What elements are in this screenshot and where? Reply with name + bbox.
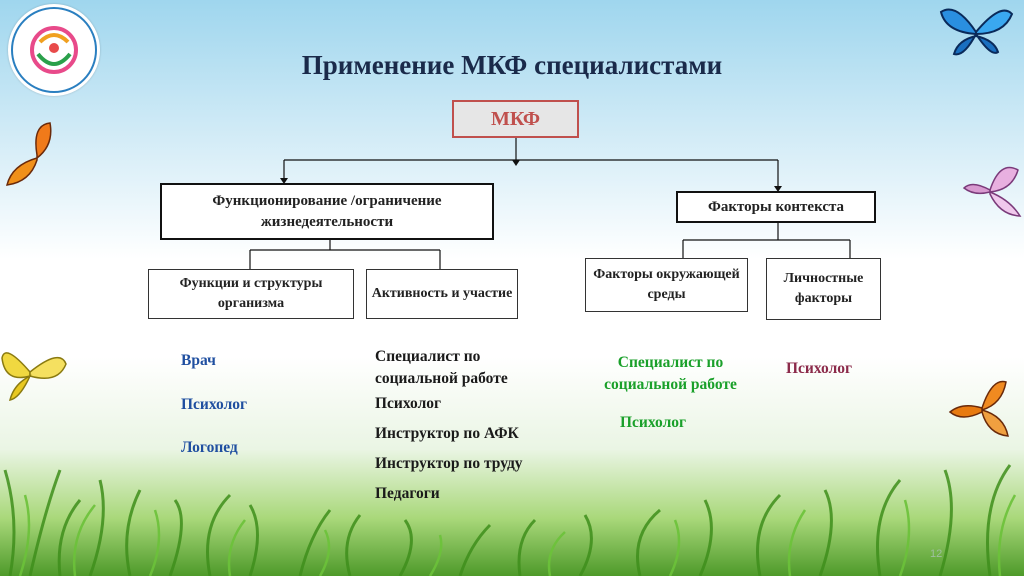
butterfly-blue-icon	[939, 8, 1014, 56]
butterfly-orange-icon	[6, 122, 52, 186]
col2-item: Инструктор по АФК	[375, 425, 519, 442]
col2-item: Инструктор по труду	[375, 455, 523, 472]
context-factors-box: Факторы контекста	[676, 191, 876, 223]
environment-factors-box: Факторы окружающей среды	[585, 258, 748, 312]
personal-factors-box: Личностные факторы	[766, 258, 881, 320]
functioning-box: Функционирование /ограничение жизнедеяте…	[160, 183, 494, 240]
col3-item: Психолог	[620, 414, 687, 431]
col1-item: Врач	[181, 352, 216, 369]
col1-item: Логопед	[181, 439, 238, 456]
functions-structures-box: Функции и структуры организма	[148, 269, 354, 319]
col2-item: Психолог	[375, 395, 442, 412]
organization-logo	[8, 4, 100, 96]
col4-item: Психолог	[786, 360, 853, 377]
butterfly-yellow-icon	[1, 352, 67, 401]
root-box-mkf: МКФ	[452, 100, 579, 138]
butterfly-orange-right-icon	[948, 380, 1009, 437]
butterfly-pink-icon	[962, 166, 1022, 217]
page-number: 12	[930, 548, 943, 560]
activity-participation-box: Активность и участие	[366, 269, 518, 319]
col2-item: Специалист по социальной работе	[375, 348, 508, 388]
col1-item: Психолог	[181, 396, 248, 413]
page-title: Применение МКФ специалистами	[301, 50, 723, 80]
col3-item: Специалист по социальной работе	[604, 354, 737, 394]
col2-item: Педагоги	[375, 485, 440, 502]
